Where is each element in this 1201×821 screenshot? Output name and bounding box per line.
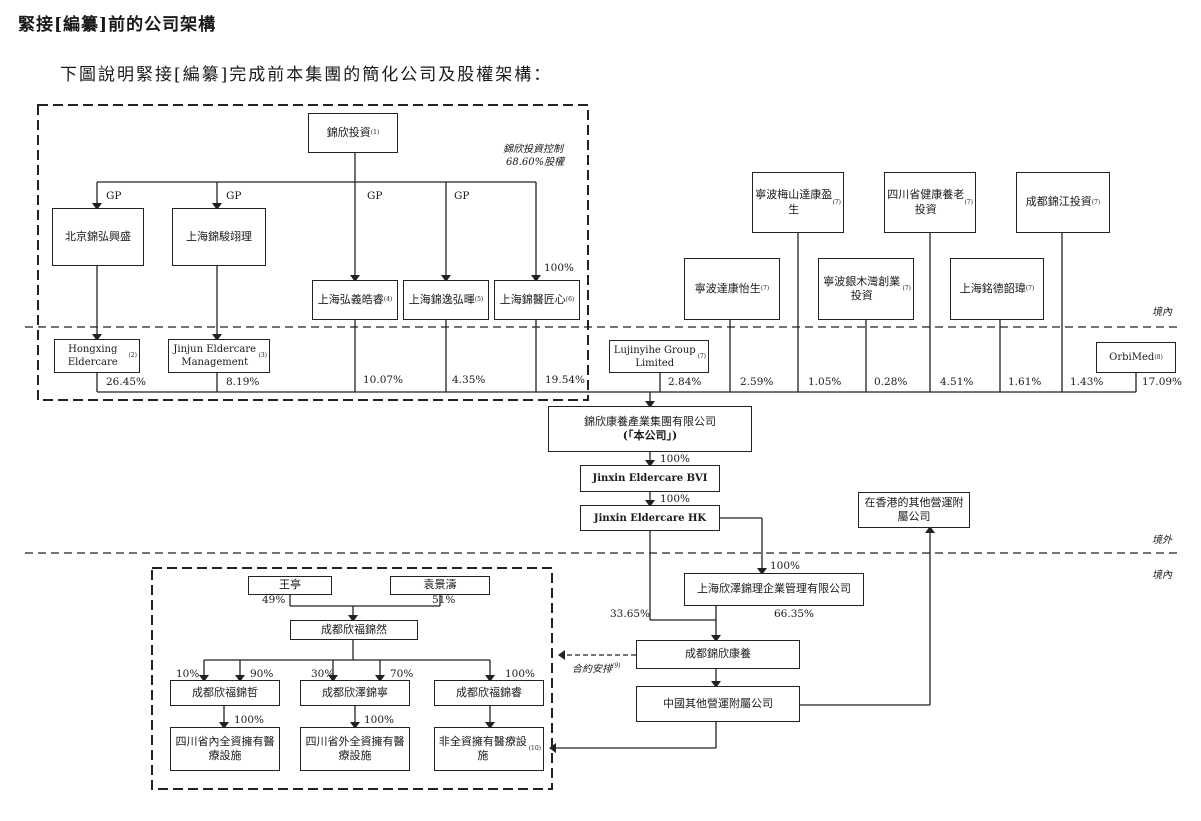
- entity-cd-ning: 成都欣澤錦寧: [300, 680, 410, 706]
- entity-hk-other: 在香港的其他營運附屬公司: [858, 492, 970, 528]
- entity-sc-out: 四川省外全資擁有醫療設施: [300, 727, 410, 771]
- pct-label: 1.43%: [1070, 376, 1104, 388]
- pct-label: 2.84%: [668, 376, 702, 388]
- entity-non-full: 非全資擁有醫療設施(10): [434, 727, 544, 771]
- entity-hk: Jinxin Eldercare HK: [580, 505, 720, 531]
- entity-sh-jinyi2: 上海錦醫匠心(6): [494, 280, 580, 320]
- pct-label: 1.61%: [1008, 376, 1042, 388]
- pct-label: 2.59%: [740, 376, 774, 388]
- entity-lujinyihe: Lujinyihe Group Limited(7): [609, 340, 709, 373]
- entity-jinjun: Jinjun Eldercare Management(3): [168, 339, 270, 373]
- entity-cd-xinfu: 成都欣福錦然: [290, 620, 418, 640]
- entity-sc-health: 四川省健康養老投資(7): [884, 172, 976, 233]
- entity-nb-dakang: 寧波達康怡生(7): [684, 258, 780, 320]
- control-pct-note: 68.60%股權: [506, 157, 565, 168]
- pct-label: 0.28%: [874, 376, 908, 388]
- control-note: 錦欣投資控制: [503, 144, 563, 155]
- pct-label: 90%: [250, 668, 274, 680]
- pct-label: 26.45%: [106, 376, 147, 388]
- page-subtitle: 下圖說明緊接[編纂]完成前本集團的簡化公司及股權架構：: [60, 65, 553, 85]
- pct-label: 70%: [390, 668, 414, 680]
- entity-cd-jinxin: 成都錦欣康養: [636, 640, 800, 669]
- pct-label: 100%: [544, 262, 575, 274]
- gp-label: GP: [226, 190, 242, 202]
- entity-sh-hongyi: 上海弘義皓睿(4): [312, 280, 398, 320]
- zone-label-domestic-bottom: 境內: [1152, 570, 1172, 581]
- entity-bj-jinhong: 北京錦弘興盛: [52, 208, 144, 266]
- pct-label: 100%: [770, 560, 801, 572]
- contract-note: 合約安排(9): [572, 662, 621, 675]
- control-group-border: [37, 104, 589, 401]
- zone-label-overseas: 境外: [1152, 535, 1172, 546]
- pct-label: 100%: [364, 714, 395, 726]
- entity-cd-jinjiang: 成都錦江投資(7): [1016, 172, 1110, 233]
- person-wang: 王亭: [248, 576, 332, 595]
- entity-cd-zhe: 成都欣福錦哲: [170, 680, 280, 706]
- pct-label: 30%: [311, 668, 335, 680]
- gp-label: GP: [454, 190, 470, 202]
- entity-cn-other: 中國其他營運附屬公司: [636, 686, 800, 722]
- pct-label: 100%: [505, 668, 536, 680]
- entity-sh-mingde: 上海銘德韶瑋(7): [950, 258, 1044, 320]
- zone-label-domestic-top: 境內: [1152, 307, 1172, 318]
- gp-label: GP: [106, 190, 122, 202]
- entity-sc-in: 四川省內全資擁有醫療設施: [170, 727, 280, 771]
- pct-label: 33.65%: [610, 608, 651, 620]
- entity-company: 錦欣康養產業集團有限公司(「本公司」): [548, 406, 752, 452]
- entity-jinxin-invest: 錦欣投資(1): [308, 113, 398, 153]
- pct-label: 4.51%: [940, 376, 974, 388]
- pct-label: 49%: [262, 594, 286, 606]
- pct-label: 100%: [660, 453, 691, 465]
- vie-group-border: [151, 567, 553, 790]
- pct-label: 100%: [660, 493, 691, 505]
- entity-sh-xinze: 上海欣澤錦理企業管理有限公司: [684, 573, 864, 606]
- entity-orbimed: OrbiMed(8): [1096, 342, 1176, 373]
- pct-label: 10%: [176, 668, 200, 680]
- pct-label: 51%: [432, 594, 456, 606]
- entity-sh-jinjun: 上海錦駿翊理: [172, 208, 266, 266]
- entity-sh-jinyi: 上海錦逸弘暉(5): [403, 280, 489, 320]
- pct-label: 4.35%: [452, 374, 486, 386]
- entity-cd-rui: 成都欣福錦睿: [434, 680, 544, 706]
- pct-label: 1.05%: [808, 376, 842, 388]
- pct-label: 17.09%: [1142, 376, 1183, 388]
- entity-hongxing: Hongxing Eldercare(2): [54, 339, 140, 373]
- entity-nb-meishan: 寧波梅山達康盈生(7): [752, 172, 844, 233]
- pct-label: 10.07%: [363, 374, 404, 386]
- person-yuan: 袁景濤: [390, 576, 490, 595]
- entity-nb-yinmu: 寧波銀木灣創業投資(7): [818, 258, 914, 320]
- gp-label: GP: [367, 190, 383, 202]
- pct-label: 66.35%: [774, 608, 815, 620]
- pct-label: 100%: [234, 714, 265, 726]
- page-title: 緊接[編纂]前的公司架構: [18, 15, 217, 35]
- pct-label: 19.54%: [545, 374, 586, 386]
- entity-bvi: Jinxin Eldercare BVI: [580, 465, 720, 492]
- pct-label: 8.19%: [226, 376, 260, 388]
